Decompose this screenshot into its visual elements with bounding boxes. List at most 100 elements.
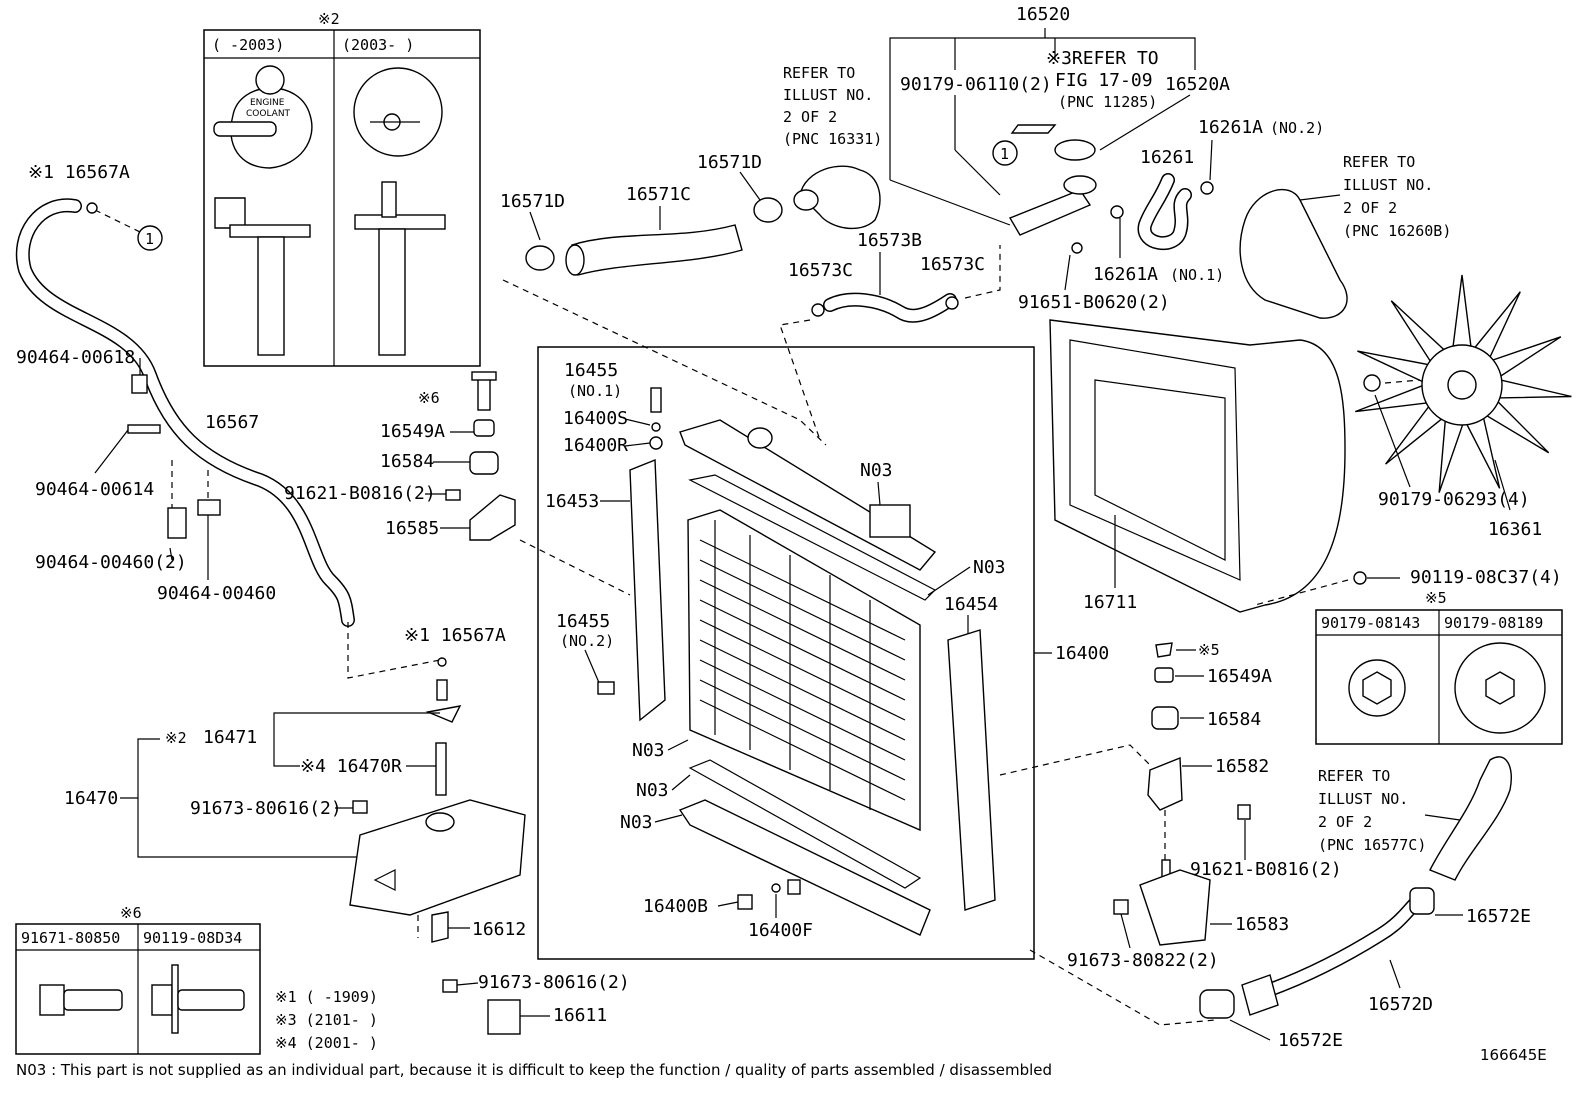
label-16582: 16582 (1215, 756, 1269, 777)
refer-fig-line2: FIG 17-09 (1055, 70, 1153, 91)
drain-cock-16400B (737, 894, 753, 910)
label-91621-B0816-upper: 91621-B0816(2) (284, 483, 436, 504)
cushion-16584-lower (1151, 706, 1179, 730)
clamp-16573C-left (811, 303, 825, 317)
label-91673-80616-upper: 91673-80616(2) (190, 798, 342, 819)
side-plate-16453 (629, 458, 666, 722)
mount-lower-right-group: ※5 16549A 16584 16582 91621-B0816(2) 165… (1029, 641, 1342, 1026)
circle-marker-1-top (992, 140, 1018, 166)
note5-label: ※5 (1425, 589, 1447, 607)
illustration-id: 166645E (1480, 1046, 1547, 1064)
clip-90464-00460-2 (167, 507, 187, 539)
label-N03-1: N03 (860, 460, 893, 481)
filler-neck-16520 (1008, 189, 1092, 236)
label-16520: 16520 (1016, 4, 1070, 25)
label-91673-80822: 91673-80822(2) (1067, 950, 1219, 971)
overflow-hose-group: ※1 16567A 1 90464-00618 16567 90464-0061… (15, 162, 441, 679)
label-16573C-right: 16573C (920, 254, 985, 275)
refer3-line1: REFER TO (1318, 767, 1390, 785)
footnote-3: ※3 (2101- ) (275, 1011, 378, 1029)
bolt-90119-08C37 (1353, 571, 1367, 585)
label-91673-80616-lower: 91673-80616(2) (478, 972, 630, 993)
label-16583: 16583 (1235, 914, 1289, 935)
side-plate-16454 (947, 629, 996, 911)
radiator-core (687, 509, 921, 832)
label-16571C: 16571C (626, 184, 691, 205)
washer-16400S (651, 422, 661, 432)
hose-16571C (571, 224, 743, 276)
label-16400R: 16400R (563, 435, 628, 456)
label-16567: 16567 (205, 412, 259, 433)
label-90464-00460: 90464-00460 (157, 583, 276, 604)
drain-plug (787, 879, 801, 895)
label-16455-no1: 16455 (564, 360, 618, 381)
bolt-91673-80822 (1113, 899, 1129, 915)
clip-90464-00618 (131, 374, 148, 394)
label-16584-upper: 16584 (380, 451, 434, 472)
refer2-line4: (PNC 16260B) (1343, 222, 1451, 240)
refer2-line1: REFER TO (1343, 153, 1415, 171)
nut-inset-5: ※5 90179-08143 90179-08189 (1315, 589, 1563, 745)
label-90179-08143: 90179-08143 (1321, 614, 1420, 632)
label-90464-00614: 90464-00614 (35, 479, 154, 500)
cap-old-label: ( -2003) (212, 36, 284, 54)
refer-fig-line1: ※3REFER TO (1046, 48, 1159, 69)
label-16400B: 16400B (643, 896, 708, 917)
label-90119-08D34: 90119-08D34 (143, 929, 242, 947)
label-16454: 16454 (944, 594, 998, 615)
label-90179-06110: 90179-06110(2) (900, 74, 1052, 95)
bolt-16455-no2 (597, 681, 615, 695)
refer2-line3: 2 OF 2 (1343, 199, 1397, 217)
clamp-16572E-upper (1409, 887, 1435, 915)
upper-hose-group: 16571D 16571D 16571C (500, 152, 827, 446)
cap-16471 (425, 705, 462, 723)
refer1-line3: 2 OF 2 (783, 108, 837, 126)
label-16573B: 16573B (857, 230, 922, 251)
upper-tank-N03 (869, 504, 911, 538)
label-91621-B0816-lower: 91621-B0816(2) (1190, 859, 1342, 880)
cap-new-label: (2003- ) (342, 36, 414, 54)
clamp-16572E-lower (1199, 989, 1235, 1019)
cushion-16549A-upper (473, 419, 495, 437)
refer1-line2: ILLUST NO. (783, 86, 873, 104)
label-16711: 16711 (1083, 592, 1137, 613)
circle-marker-1-top-text: 1 (1000, 145, 1009, 163)
note2-label: ※2 (318, 10, 340, 28)
label-16400F: 16400F (748, 920, 813, 941)
water-outlet-housing (799, 165, 881, 230)
label-no2: (NO.2) (1270, 119, 1324, 137)
label-90119-08C37: 90119-08C37(4) (1410, 567, 1562, 588)
reservoir-16470 (349, 799, 526, 916)
clamp-16571D-right (753, 197, 783, 223)
hose-16572D-end (1241, 974, 1279, 1016)
label-16549A-lower: 16549A (1207, 666, 1272, 687)
water-inlet-pipe (1429, 756, 1512, 881)
cap-16520A (1054, 139, 1096, 161)
bolt-91621-upper (445, 489, 461, 501)
label-16572E-upper: 16572E (1466, 906, 1531, 927)
label-16612: 16612 (472, 919, 526, 940)
footnote-4: ※4 (2001- ) (275, 1034, 378, 1052)
part-16520-group: 16520 ※3REFER TO FIG 17-09 (PNC 11285) 9… (889, 4, 1230, 236)
refer-16260B: REFER TO ILLUST NO. 2 OF 2 (PNC 16260B) (1239, 153, 1451, 319)
fan-shroud-group: 16711 90119-08C37(4) (1049, 319, 1562, 613)
label-16361: 16361 (1488, 519, 1542, 540)
label-90179-08189: 90179-08189 (1444, 614, 1543, 632)
label-no1: (NO.1) (1170, 266, 1224, 284)
clamp-16571D-left (525, 245, 555, 271)
label-16567A-top: ※1 16567A (28, 162, 130, 183)
label-16585: 16585 (385, 518, 439, 539)
oring-16400F (771, 883, 781, 893)
bolt-note6 (477, 375, 491, 411)
refer1-line4: (PNC 16331) (783, 130, 882, 148)
nut-90179-06293 (1363, 374, 1381, 392)
footer-note: N03 : This part is not supplied as an in… (16, 1061, 1052, 1079)
footnotes: ※1 ( -1909) ※3 (2101- ) ※4 (2001- ) (275, 988, 378, 1052)
radiator-assembly: 16400 16455 (NO.1) 16400S 16400R 16453 1… (537, 346, 1151, 960)
fan-group: 90179-06293(4) 16361 (1355, 274, 1572, 540)
label-16572E-lower: 16572E (1278, 1030, 1343, 1051)
nut-note5 (1155, 642, 1173, 658)
label-16572D: 16572D (1368, 994, 1433, 1015)
label-16453: 16453 (545, 491, 599, 512)
label-90179-06293: 90179-06293(4) (1378, 489, 1530, 510)
